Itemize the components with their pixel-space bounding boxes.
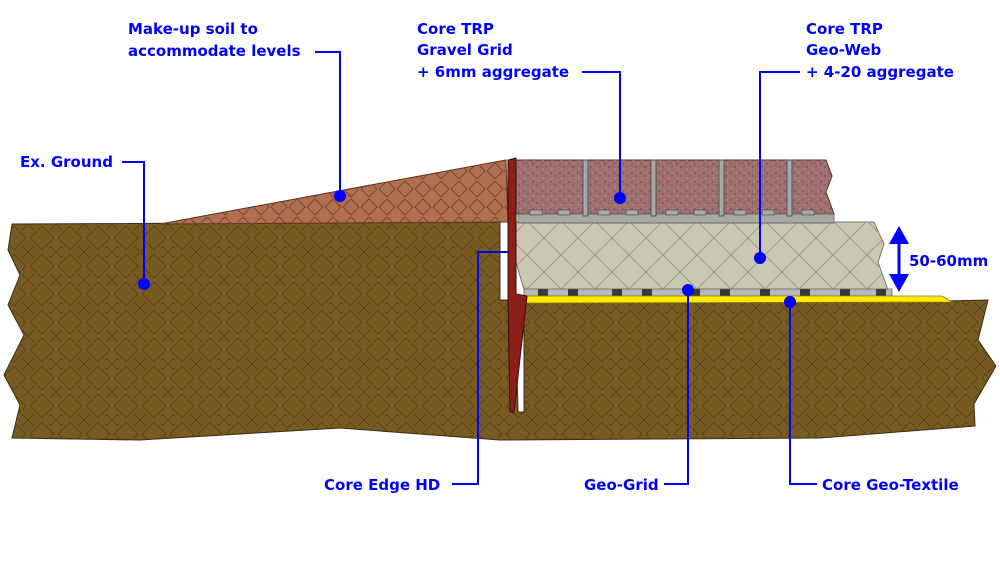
geo-grid-strip [523,288,893,297]
dot-makeup-soil [334,190,346,202]
makeup-soil [159,159,509,225]
leader-ex-ground [122,161,145,284]
labels: Make-up soil to accommodate levels Core … [20,20,988,494]
geo-textile-layer [523,295,954,304]
gravel-grid-layer [515,159,835,224]
leader-geo-grid [664,290,689,485]
label-geo-textile: Core Geo-Textile [822,476,959,494]
leader-geo-web [759,71,800,258]
dimension-arrow [889,226,909,292]
geo-web-layer [515,221,889,291]
dot-geo-web [754,252,766,264]
existing-ground [3,221,997,441]
dot-geo-grid [682,284,694,296]
label-geo-web: Core TRP Geo-Web + 4-20 aggregate [806,20,954,81]
label-geo-grid: Geo-Grid [584,476,659,494]
leader-makeup-soil [315,51,341,196]
leader-core-edge [452,251,508,485]
label-dimension: 50-60mm [909,252,988,270]
leader-dots [138,190,796,308]
leader-geo-textile [789,302,817,485]
dot-ex-ground [138,278,150,290]
label-ex-ground: Ex. Ground [20,153,113,171]
label-makeup-soil: Make-up soil to accommodate levels [128,20,301,60]
dot-geo-textile [784,296,796,308]
core-edge [507,157,528,413]
dot-gravel-grid [614,192,626,204]
leader-lines [122,51,817,485]
leader-gravel-grid [582,71,621,198]
label-gravel-grid: Core TRP Gravel Grid + 6mm aggregate [417,20,569,81]
label-core-edge: Core Edge HD [324,476,440,494]
